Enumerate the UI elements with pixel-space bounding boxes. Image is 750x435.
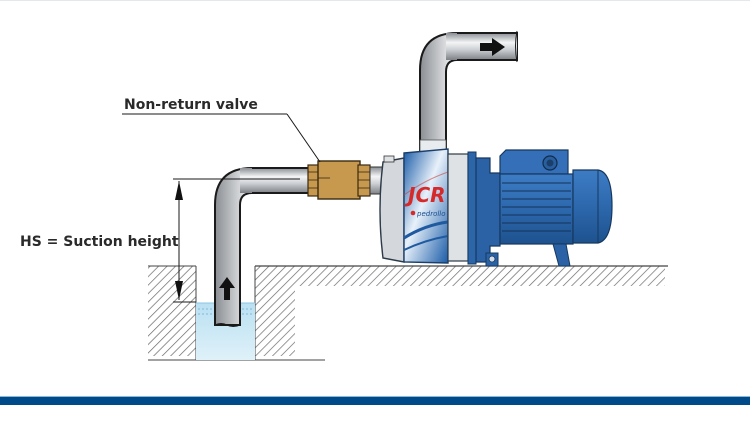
suction-height-label: HS = Suction height <box>20 234 179 250</box>
dimension-arrow-up-icon <box>175 181 183 200</box>
pump-model-logo: JCR <box>404 183 446 207</box>
valve-label: Non-return valve <box>124 97 258 113</box>
motor-terminal-box <box>499 149 569 175</box>
pump-front-panel <box>403 148 449 264</box>
valve-leader-line <box>286 113 321 163</box>
footer-divider-bar <box>0 396 750 405</box>
dimension-arrow-down-icon <box>175 281 183 300</box>
pit-right-wall <box>255 266 295 356</box>
top-divider <box>0 0 750 1</box>
delivery-pipe <box>419 30 518 153</box>
non-return-valve <box>307 160 385 200</box>
pump-brand-logo: pedrollo <box>416 210 446 218</box>
arrow-right-icon <box>480 38 505 56</box>
suction-height-dimension <box>173 178 300 303</box>
water-reservoir <box>196 302 255 360</box>
pump: JCR pedrollo <box>379 148 613 267</box>
ground-surface <box>295 266 665 286</box>
brand-logo-icon <box>410 210 416 216</box>
arrow-up-icon <box>219 277 235 300</box>
motor-fan-cover <box>572 169 613 244</box>
pit-left-wall <box>148 266 196 356</box>
motor-body <box>499 173 574 245</box>
